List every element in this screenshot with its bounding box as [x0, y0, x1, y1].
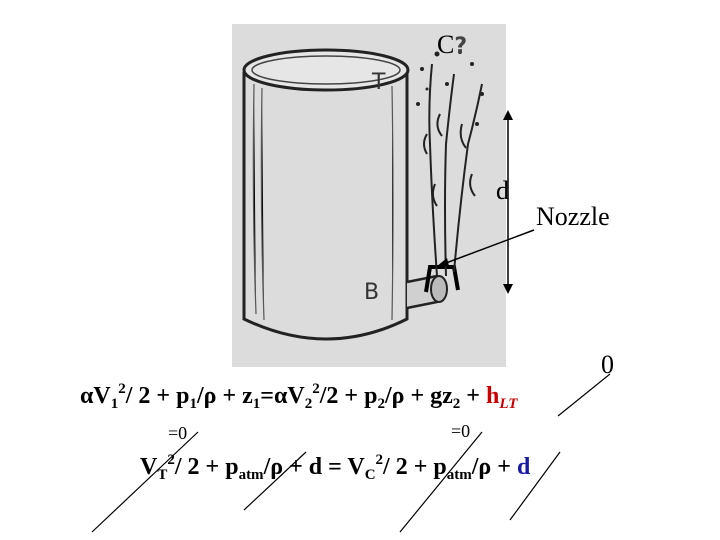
label-eq-zero-left: =0 — [168, 423, 188, 443]
nozzle-pointer-arrow — [436, 229, 535, 267]
label-c-question: ? — [454, 34, 468, 59]
eq1-term-p: / 2 + p — [125, 383, 190, 409]
equation-applied: VT2/ 2 + patm/ρ + d = VC2/ 2 + patm/ρ + … — [140, 453, 530, 483]
tank-shading — [252, 83, 394, 321]
eq1-sub-lt: LT — [499, 396, 518, 412]
eq2-d-equals: + d = V — [283, 454, 365, 480]
eq1-z: + z — [216, 383, 253, 409]
eq2-vt: V — [140, 454, 158, 480]
eq1-equals: = — [260, 383, 274, 409]
eq1-sub2: 2 — [304, 396, 313, 412]
eq2-slash2: / — [471, 454, 479, 480]
eq1-head-loss: h — [485, 383, 500, 409]
eq1-gz: + gz — [404, 383, 453, 409]
eq1-v2: V — [287, 383, 305, 409]
eq1-sub-p2: 2 — [377, 396, 385, 412]
nozzle-marker — [424, 265, 460, 293]
eq2-sub-atm2: atm — [446, 467, 472, 483]
eq1-rho2: ρ — [391, 383, 405, 409]
eq2-plus: + — [491, 454, 517, 480]
eq1-sq1: 2 — [118, 381, 126, 397]
tank-drawing — [242, 48, 484, 341]
label-nozzle: Nozzle — [536, 202, 610, 231]
tank-top — [242, 48, 410, 92]
eq2-sub-t: T — [157, 467, 168, 483]
eq1-v1: V — [93, 383, 111, 409]
eq1-plus: + — [460, 383, 486, 409]
eq2-rho1: ρ — [270, 454, 284, 480]
label-t: T — [372, 70, 386, 95]
label-c: C — [437, 30, 455, 59]
eq1-sq2: 2 — [312, 381, 320, 397]
label-d: d — [496, 176, 509, 205]
eq2-rho2: ρ — [478, 454, 492, 480]
label-c-group: C? — [437, 32, 467, 58]
eq1-alpha: α — [80, 383, 94, 409]
eq2-d: d — [516, 454, 531, 480]
eq2-term-p: / 2 + p — [174, 454, 239, 480]
eq2-sq2: 2 — [375, 452, 384, 468]
eq1-sub-z2: 2 — [452, 396, 461, 412]
strike-patm-left — [243, 451, 307, 511]
tank-rim — [251, 55, 401, 85]
outlet-end — [430, 275, 448, 303]
eq2-sub-c: C — [364, 467, 376, 483]
water-jet — [423, 63, 483, 277]
eq1-sub-z1: 1 — [252, 396, 261, 412]
d-dimension-arrow — [503, 110, 513, 294]
eq1-slash2: / — [384, 383, 392, 409]
eq2-sq1: 2 — [167, 452, 175, 468]
eq2-term-p2: / 2 + p — [383, 454, 447, 480]
eq1-term-p2: /2 + p — [319, 383, 378, 409]
label-b: B — [364, 280, 380, 305]
eq1-alpha2: α — [273, 383, 288, 409]
label-eq-zero-right: =0 — [451, 421, 471, 441]
eq2-sub-atm1: atm — [238, 467, 264, 483]
eq1-slash1: / — [196, 383, 204, 409]
water-drops — [416, 50, 484, 126]
strike-patm-right — [509, 451, 561, 521]
eq1-sub1: 1 — [110, 396, 119, 412]
strike-vt — [91, 431, 199, 533]
strike-vc — [399, 431, 483, 533]
label-zero-top: 0 — [601, 350, 614, 379]
eq1-sub-p1: 1 — [189, 396, 197, 412]
equation-energy: αV12/ 2 + p1/ρ + z1=αV22/2 + p2/ρ + gz2 … — [80, 382, 517, 412]
tank-wall — [242, 72, 409, 341]
eq1-rho1: ρ — [203, 383, 217, 409]
strike-head-loss — [557, 373, 611, 417]
tank-figure: C? T B — [232, 24, 506, 367]
eq2-slash1: / — [263, 454, 271, 480]
